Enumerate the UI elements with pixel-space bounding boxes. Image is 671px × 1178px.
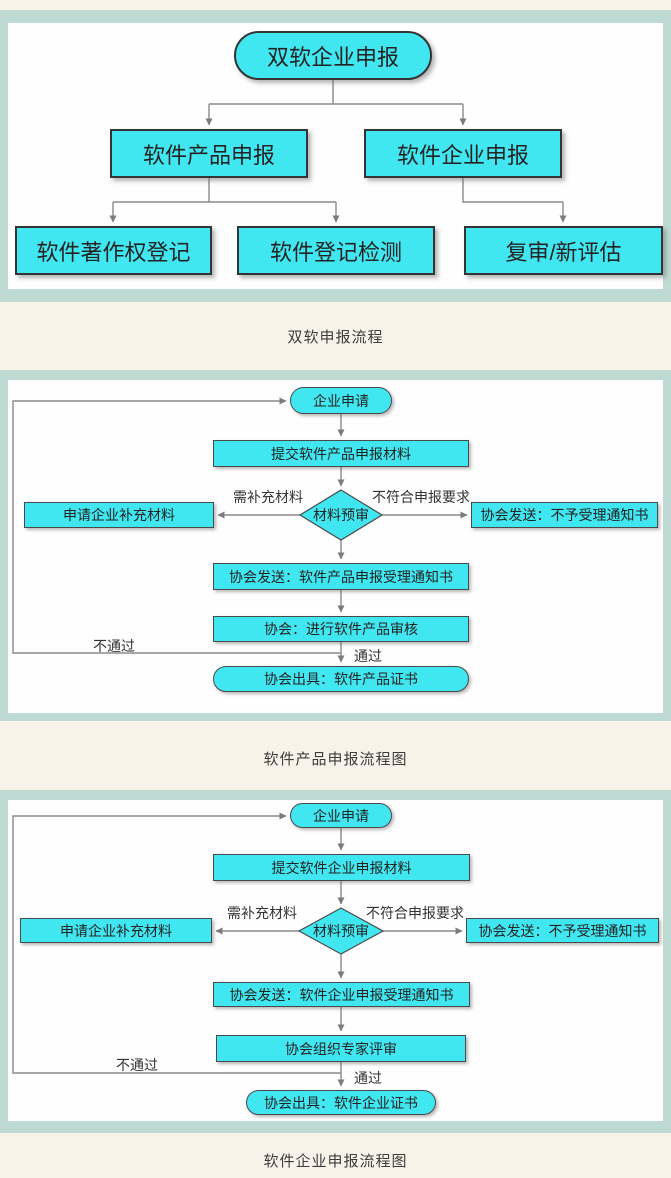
node-request-supplement-product: 申请企业补充材料 <box>24 502 214 528</box>
node-submit-product-materials: 提交软件产品申报材料 <box>213 440 469 467</box>
edge-label-need-supplement-product: 需补充材料 <box>233 489 303 505</box>
panel-3-canvas <box>8 800 663 1121</box>
node-review-reassessment: 复审/新评估 <box>464 226 663 275</box>
node-product-certificate: 协会出具：软件产品证书 <box>213 666 469 692</box>
node-enterprise-certificate: 协会出具：软件企业证书 <box>246 1090 436 1115</box>
label-material-review-enterprise: 材料预审 <box>313 923 369 939</box>
caption-enterprise-flow: 软件企业申报流程图 <box>263 1153 408 1170</box>
edge-label-fail-enterprise: 不通过 <box>116 1057 158 1073</box>
node-enterprise-apply-enterprise: 企业申请 <box>290 803 392 828</box>
node-software-product-declaration: 软件产品申报 <box>110 129 308 178</box>
node-rejection-notice-product: 协会发送：不予受理通知书 <box>471 502 658 528</box>
node-dual-soft-declaration: 双软企业申报 <box>234 31 432 80</box>
node-registration-testing: 软件登记检测 <box>237 226 435 275</box>
node-acceptance-notice-enterprise: 协会发送：软件企业申报受理通知书 <box>213 982 470 1007</box>
label-material-review-product: 材料预审 <box>313 507 369 523</box>
node-enterprise-apply-product: 企业申请 <box>290 387 392 414</box>
node-expert-review: 协会组织专家评审 <box>216 1035 466 1062</box>
panel-2-canvas <box>8 380 663 713</box>
node-software-enterprise-declaration: 软件企业申报 <box>364 129 562 178</box>
edge-label-not-meet-product: 不符合申报要求 <box>372 489 470 505</box>
edge-label-need-supplement-enterprise: 需补充材料 <box>227 905 297 921</box>
node-product-audit: 协会：进行软件产品审核 <box>213 616 469 642</box>
node-rejection-notice-enterprise: 协会发送：不予受理通知书 <box>466 918 659 943</box>
caption-product-flow: 软件产品申报流程图 <box>263 751 408 768</box>
edge-label-not-meet-enterprise: 不符合申报要求 <box>366 905 464 921</box>
node-acceptance-notice-product: 协会发送：软件产品申报受理通知书 <box>213 563 469 590</box>
edge-label-pass-product: 通过 <box>354 648 382 664</box>
edge-label-pass-enterprise: 通过 <box>354 1070 382 1086</box>
caption-overview: 双软申报流程 <box>287 329 384 346</box>
edge-label-fail-product: 不通过 <box>93 638 135 654</box>
node-submit-enterprise-materials: 提交软件企业申报材料 <box>213 854 470 881</box>
node-request-supplement-enterprise: 申请企业补充材料 <box>20 918 212 943</box>
node-copyright-registration: 软件著作权登记 <box>15 226 212 275</box>
